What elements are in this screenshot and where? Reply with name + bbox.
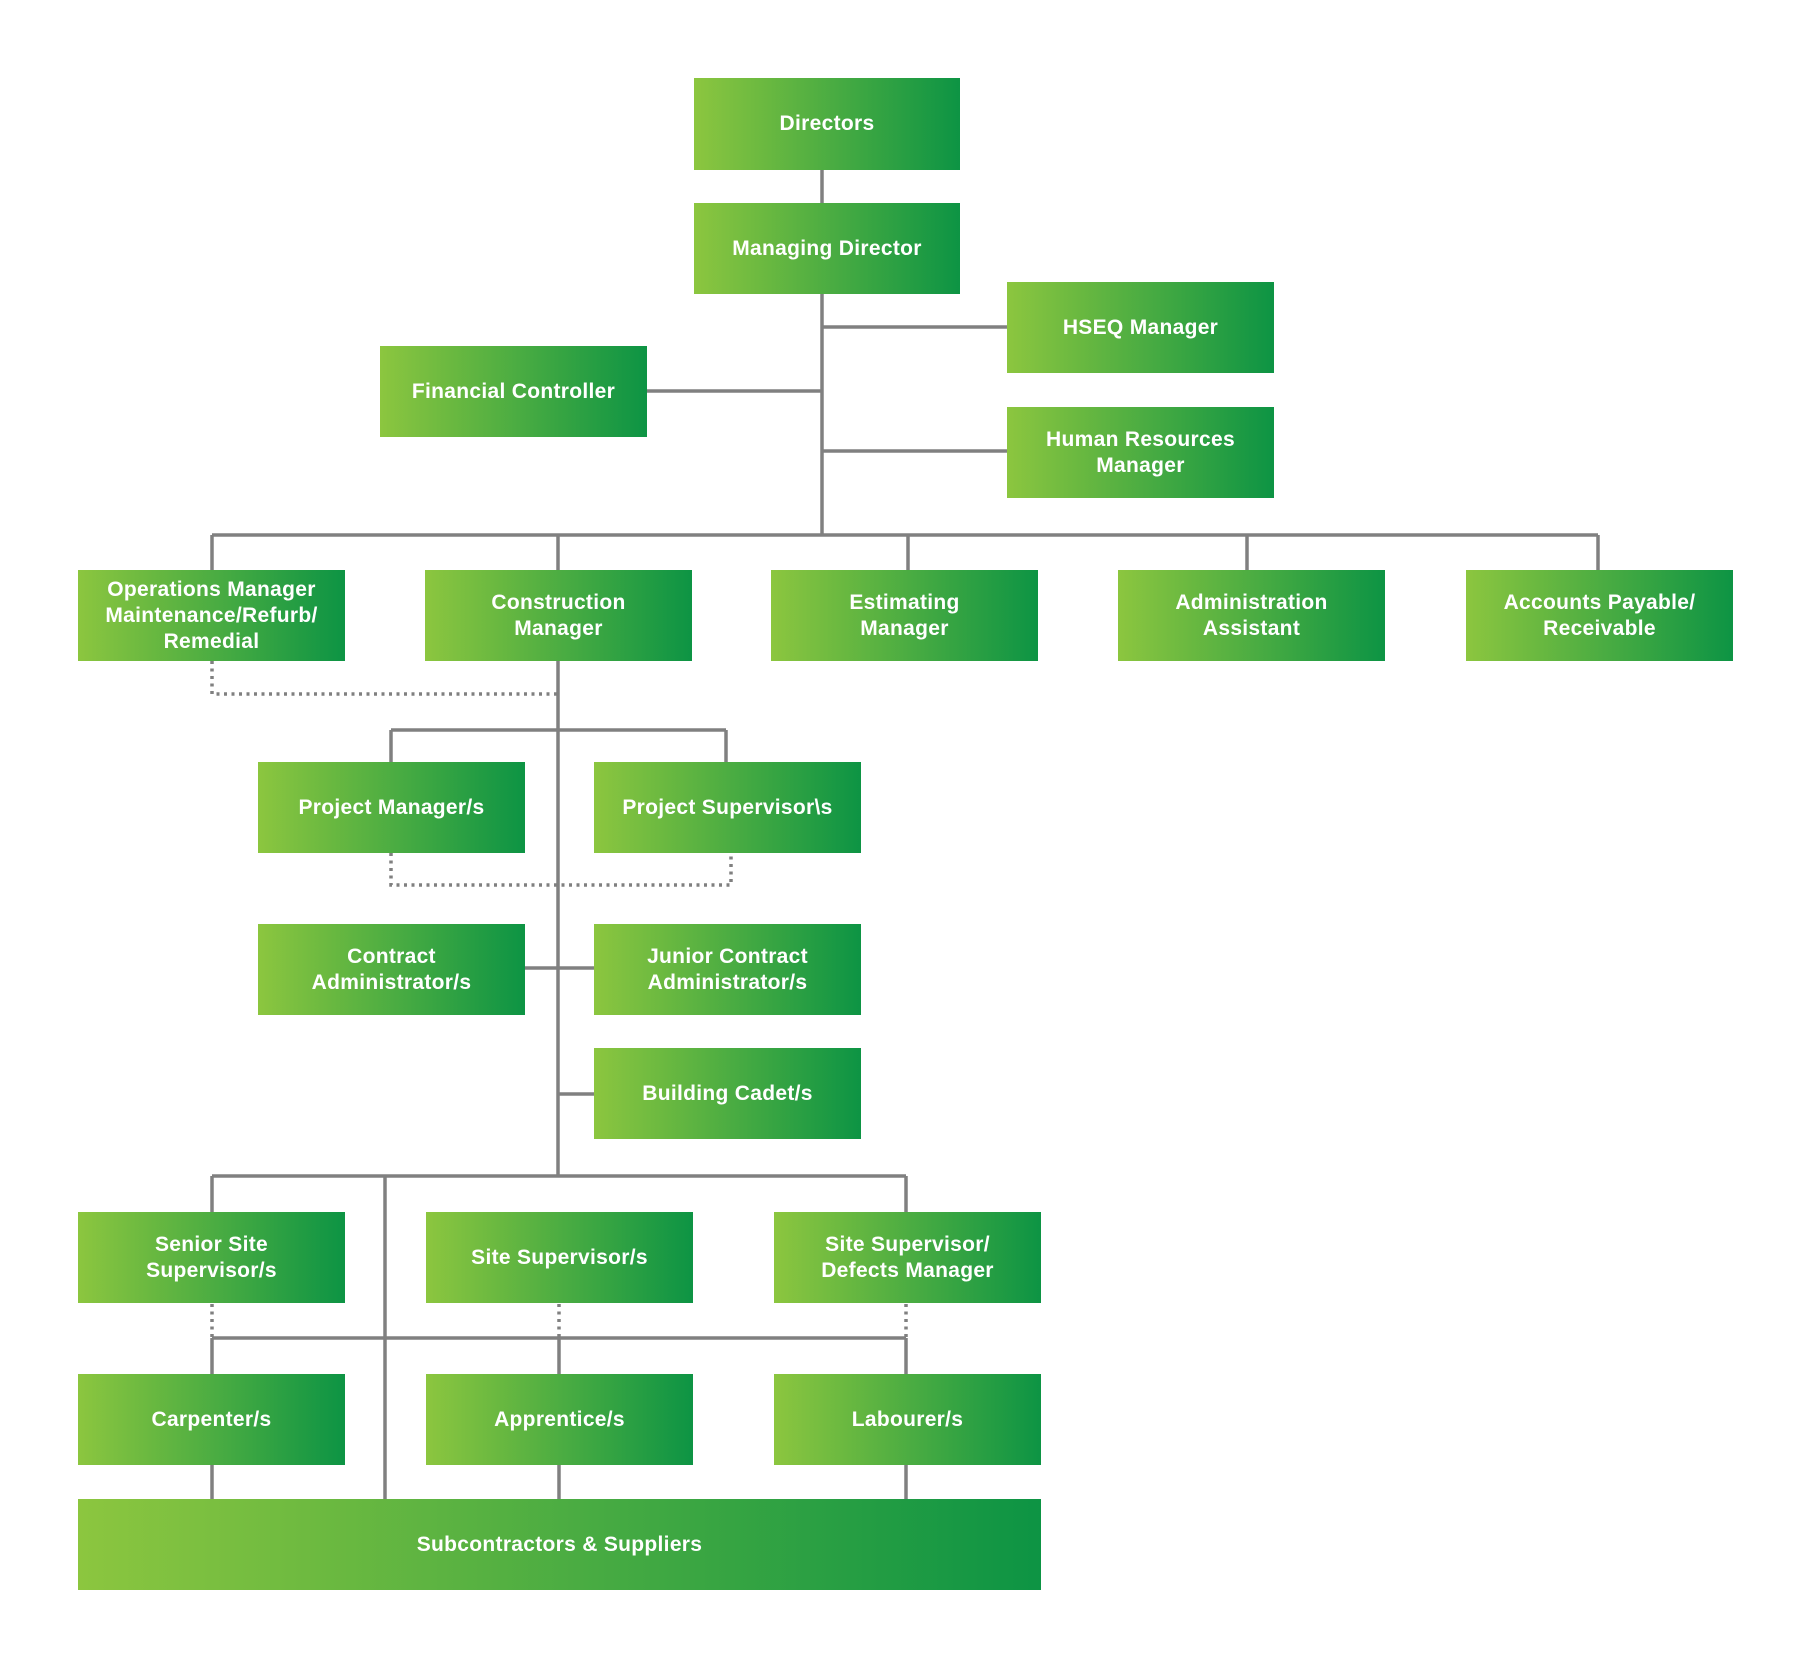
box-label: Project Supervisor\s [622,795,833,819]
box-financial-controller: Financial Controller [380,346,647,437]
box-subcontractors-suppliers: Subcontractors & Suppliers [78,1499,1041,1590]
box-label: Building Cadet/s [642,1081,813,1105]
box-label: Estimating Manager [849,590,960,640]
box-senior-site-supervisors: Senior Site Supervisor/s [78,1212,345,1303]
box-label: Site Supervisor/ Defects Manager [821,1232,994,1282]
box-building-cadets: Building Cadet/s [594,1048,861,1139]
dotted-connector [210,661,558,696]
box-label: Human Resources Manager [1046,427,1235,477]
box-label: Operations Manager Maintenance/Refurb/ R… [105,577,318,653]
box-label: Construction Manager [491,590,626,640]
box-label: Subcontractors & Suppliers [416,1532,703,1556]
box-administration-assistant: Administration Assistant [1118,570,1385,661]
box-label: HSEQ Manager [1062,315,1219,339]
box-carpenters: Carpenter/s [78,1374,345,1465]
box-label: Site Supervisor/s [471,1245,648,1269]
box-site-supervisors: Site Supervisor/s [426,1212,693,1303]
box-label: Project Manager/s [298,795,485,819]
box-accounts-payable-receivable: Accounts Payable/ Receivable [1466,570,1733,661]
box-hseq-manager: HSEQ Manager [1007,282,1274,373]
box-label: Administration Assistant [1175,590,1328,640]
dotted-connector [389,853,733,887]
box-managing-director: Managing Director [694,203,960,294]
box-label: Directors [779,112,875,135]
box-directors: Directors [694,78,960,170]
box-project-supervisors: Project Supervisor\s [594,762,861,853]
box-label: Labourer/s [851,1407,964,1431]
box-junior-contract-administrators: Junior Contract Administrator/s [594,924,861,1015]
box-label: Junior Contract Administrator/s [647,944,808,994]
box-human-resources-manager: Human Resources Manager [1007,407,1274,498]
box-contract-administrators: Contract Administrator/s [258,924,525,1015]
box-label: Apprentice/s [494,1407,625,1431]
box-label: Accounts Payable/ Receivable [1503,590,1696,640]
box-label: Senior Site Supervisor/s [146,1232,277,1282]
box-operations-manager: Operations Manager Maintenance/Refurb/ R… [78,570,345,661]
box-label: Financial Controller [411,379,616,403]
box-project-managers: Project Manager/s [258,762,525,853]
box-labourers: Labourer/s [774,1374,1041,1465]
box-construction-manager: Construction Manager [425,570,692,661]
box-label: Managing Director [732,236,922,260]
box-site-supervisor-defects-manager: Site Supervisor/ Defects Manager [774,1212,1041,1303]
box-label: Contract Administrator/s [311,944,472,994]
box-label: Carpenter/s [151,1407,272,1431]
box-apprentices: Apprentice/s [426,1374,693,1465]
box-estimating-manager: Estimating Manager [771,570,1038,661]
